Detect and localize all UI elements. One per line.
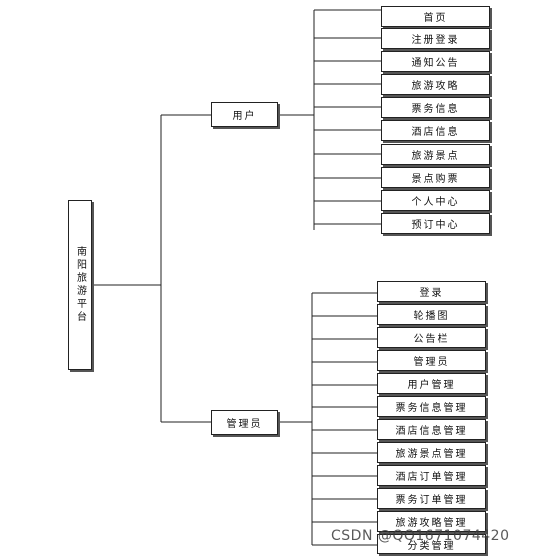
root-node: 南阳旅游平台 [68, 200, 92, 370]
admin-leaf-label: 用户管理 [407, 380, 456, 391]
admin-leaf: 酒店信息管理 [377, 419, 486, 440]
admin-leaf-label: 管理员 [413, 357, 450, 368]
user-node: 用户 [211, 102, 278, 127]
admin-leaf-label: 酒店信息管理 [395, 426, 468, 437]
admin-leaf: 公告栏 [377, 327, 486, 348]
admin-leaf-label: 票务信息管理 [395, 403, 468, 414]
user-leaf-label: 个人中心 [411, 197, 460, 208]
user-leaf: 旅游攻略 [381, 74, 490, 95]
admin-leaf: 登录 [377, 281, 486, 302]
admin-leaf-label: 轮播图 [413, 311, 450, 322]
admin-leaf-label: 公告栏 [413, 334, 450, 345]
admin-node: 管理员 [211, 410, 278, 435]
admin-leaf-label: 酒店订单管理 [395, 472, 468, 483]
admin-leaf-label: 旅游攻略管理 [395, 518, 468, 529]
user-leaf: 通知公告 [381, 51, 490, 72]
user-leaf-label: 酒店信息 [411, 127, 460, 138]
user-leaf-label: 注册登录 [411, 35, 460, 46]
admin-leaf-label: 旅游景点管理 [395, 449, 468, 460]
csdn-watermark: CSDN @QQ1671074420 [331, 528, 510, 544]
admin-leaf: 分类管理 [377, 534, 486, 554]
user-leaf-label: 票务信息 [411, 104, 460, 115]
admin-node-label: 管理员 [226, 419, 263, 430]
admin-leaf: 管理员 [377, 350, 486, 371]
user-leaf: 景点购票 [381, 167, 490, 188]
user-leaf: 预订中心 [381, 213, 490, 234]
user-leaf-label: 景点购票 [411, 174, 460, 185]
admin-leaf: 旅游景点管理 [377, 442, 486, 463]
admin-leaf: 轮播图 [377, 304, 486, 325]
user-leaf-label: 通知公告 [411, 58, 460, 69]
admin-leaf-label: 登录 [419, 288, 444, 299]
user-node-label: 用户 [232, 111, 257, 122]
user-leaf: 票务信息 [381, 97, 490, 118]
admin-leaf: 酒店订单管理 [377, 465, 486, 486]
user-leaf: 旅游景点 [381, 144, 490, 165]
admin-leaf: 用户管理 [377, 373, 486, 394]
admin-leaf: 票务信息管理 [377, 396, 486, 417]
user-leaf: 注册登录 [381, 28, 490, 49]
user-leaf-label: 首页 [423, 13, 448, 24]
user-leaf: 首页 [381, 6, 490, 27]
user-leaf-label: 旅游景点 [411, 151, 460, 162]
admin-leaf-label: 票务订单管理 [395, 495, 468, 506]
admin-leaf: 旅游攻略管理 [377, 511, 486, 532]
user-leaf: 酒店信息 [381, 120, 490, 141]
user-leaf-label: 旅游攻略 [411, 81, 460, 92]
admin-leaf: 票务订单管理 [377, 488, 486, 509]
root-node-label: 南阳旅游平台 [74, 246, 86, 324]
admin-leaf-label: 分类管理 [407, 540, 456, 552]
user-leaf-label: 预订中心 [411, 220, 460, 231]
user-leaf: 个人中心 [381, 190, 490, 211]
